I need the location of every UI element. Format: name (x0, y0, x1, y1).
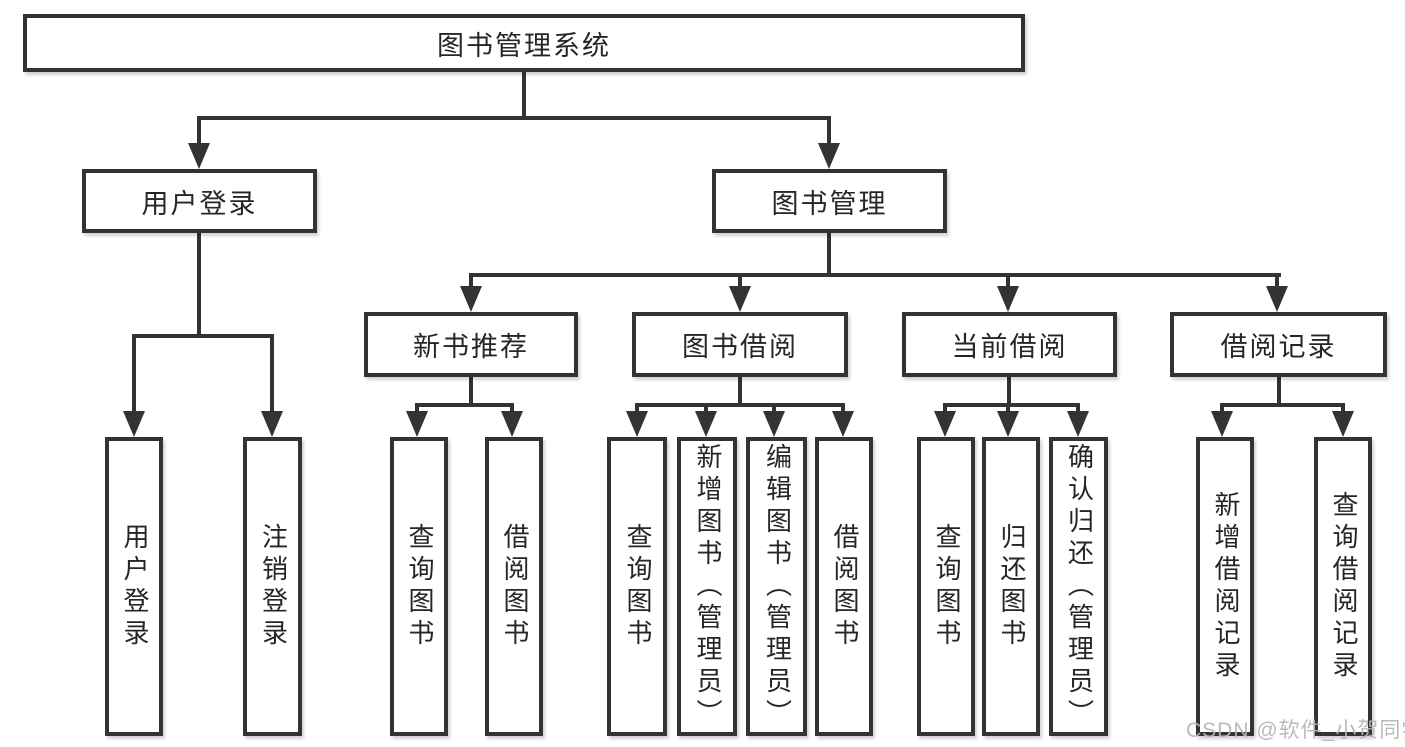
arrow-down (997, 411, 1019, 437)
node-user-login-label: 用户登录 (141, 188, 258, 219)
node-leaf-query-book-current-label: 查询图书 (931, 522, 962, 651)
arrow-down (1211, 411, 1233, 437)
arrow-down (1332, 411, 1354, 437)
node-new-book-recommend-label: 新书推荐 (413, 332, 529, 362)
connector-new-book-down (469, 375, 473, 407)
arrow-down (1067, 411, 1089, 437)
connector-stem-leaf (1220, 405, 1224, 414)
arrow-down (695, 411, 717, 437)
connector-stem-new-book (469, 275, 473, 289)
connector-stem-leaf-user-login (132, 336, 136, 414)
arrow-down (406, 411, 428, 437)
node-leaf-logout: 注销登录 (243, 437, 302, 736)
connector-book-borrow-down (738, 375, 742, 407)
arrow-down (934, 411, 956, 437)
node-leaf-borrow-book-label: 借阅图书 (829, 522, 860, 651)
node-leaf-return-book-label: 归还图书 (996, 522, 1027, 651)
connector-stem-leaf (1341, 405, 1345, 414)
connector-stem-leaf (704, 405, 708, 414)
node-leaf-user-login-label: 用户登录 (119, 522, 150, 651)
connector-current-borrow-down (1007, 375, 1011, 407)
node-root-label: 图书管理系统 (437, 30, 611, 61)
node-leaf-user-login: 用户登录 (105, 437, 163, 736)
arrow-down (832, 411, 854, 437)
node-leaf-query-book-recommend: 查询图书 (390, 437, 448, 736)
connector-level2-horizontal (197, 116, 831, 120)
node-current-borrow-label: 当前借阅 (951, 332, 1068, 362)
node-new-book-recommend: 新书推荐 (364, 312, 578, 377)
connector-stem-borrow-records (1275, 275, 1279, 289)
node-user-login: 用户登录 (82, 169, 317, 233)
node-leaf-edit-book-admin: 编辑图书（管理员） (746, 437, 807, 736)
arrow-down (997, 286, 1019, 312)
arrow-down (626, 411, 648, 437)
node-book-borrow-label: 图书借阅 (682, 332, 798, 362)
connector-borrow-records-down (1277, 375, 1281, 407)
connector-user-login-children-horizontal (132, 334, 274, 338)
connector-stem-leaf (635, 405, 639, 414)
node-leaf-edit-book-admin-label: 编辑图书（管理员） (762, 442, 793, 731)
connector-stem-user-login (197, 118, 201, 146)
node-leaf-add-borrow-record-label: 新增借阅记录 (1210, 490, 1241, 683)
connector-book-borrow-children-horizontal (635, 403, 845, 407)
connector-stem-leaf (772, 405, 776, 414)
node-leaf-query-book-borrow-label: 查询图书 (622, 522, 653, 651)
node-book-borrow: 图书借阅 (632, 312, 848, 377)
node-leaf-add-borrow-record: 新增借阅记录 (1196, 437, 1254, 736)
node-leaf-borrow-book-recommend: 借阅图书 (485, 437, 543, 736)
node-leaf-query-book-borrow: 查询图书 (607, 437, 667, 736)
node-leaf-query-borrow-record-label: 查询借阅记录 (1328, 490, 1359, 683)
node-leaf-confirm-return-admin: 确认归还（管理员） (1049, 437, 1108, 736)
connector-stem-leaf-logout (270, 336, 274, 414)
arrow-down (1266, 286, 1288, 312)
connector-stem-current-borrow (1006, 275, 1010, 289)
connector-new-book-children-horizontal (415, 403, 514, 407)
arrow-down (460, 286, 482, 312)
node-root: 图书管理系统 (23, 14, 1025, 72)
node-leaf-borrow-book: 借阅图书 (815, 437, 873, 736)
connector-book-management-down (827, 231, 831, 277)
node-current-borrow: 当前借阅 (902, 312, 1117, 377)
node-book-management-label: 图书管理 (771, 188, 888, 219)
arrow-down (501, 411, 523, 437)
connector-stem-leaf (1006, 405, 1010, 414)
node-borrow-records-label: 借阅记录 (1220, 332, 1337, 362)
node-leaf-logout-label: 注销登录 (258, 522, 289, 651)
connector-stem-leaf (415, 405, 419, 414)
watermark: CSDN @软件_小贺同学 (1186, 719, 1405, 742)
connector-stem-leaf (943, 405, 947, 414)
connector-stem-leaf (510, 405, 514, 414)
node-borrow-records: 借阅记录 (1170, 312, 1387, 377)
node-leaf-query-borrow-record: 查询借阅记录 (1314, 437, 1372, 736)
connector-level3-horizontal (469, 273, 1281, 277)
node-leaf-query-book-current: 查询图书 (917, 437, 975, 736)
connector-current-borrow-children-horizontal (943, 403, 1080, 407)
node-leaf-query-book-recommend-label: 查询图书 (404, 522, 435, 651)
connector-stem-book-management (827, 118, 831, 146)
connector-stem-leaf (841, 405, 845, 414)
connector-stem-leaf (1076, 405, 1080, 414)
node-leaf-add-book-admin: 新增图书（管理员） (677, 437, 737, 736)
arrow-down (729, 286, 751, 312)
connector-borrow-records-children-horizontal (1220, 403, 1345, 407)
arrow-down (818, 143, 840, 169)
connector-user-login-down (197, 231, 201, 338)
node-book-management: 图书管理 (712, 169, 947, 233)
node-leaf-return-book: 归还图书 (982, 437, 1040, 736)
node-leaf-add-book-admin-label: 新增图书（管理员） (692, 442, 723, 731)
arrow-down (261, 411, 283, 437)
connector-root-down (522, 70, 526, 120)
node-leaf-confirm-return-admin-label: 确认归还（管理员） (1064, 442, 1095, 731)
node-leaf-borrow-book-recommend-label: 借阅图书 (499, 522, 530, 651)
arrow-down (763, 411, 785, 437)
arrow-down (188, 143, 210, 169)
connector-stem-book-borrow (738, 275, 742, 289)
arrow-down (123, 411, 145, 437)
